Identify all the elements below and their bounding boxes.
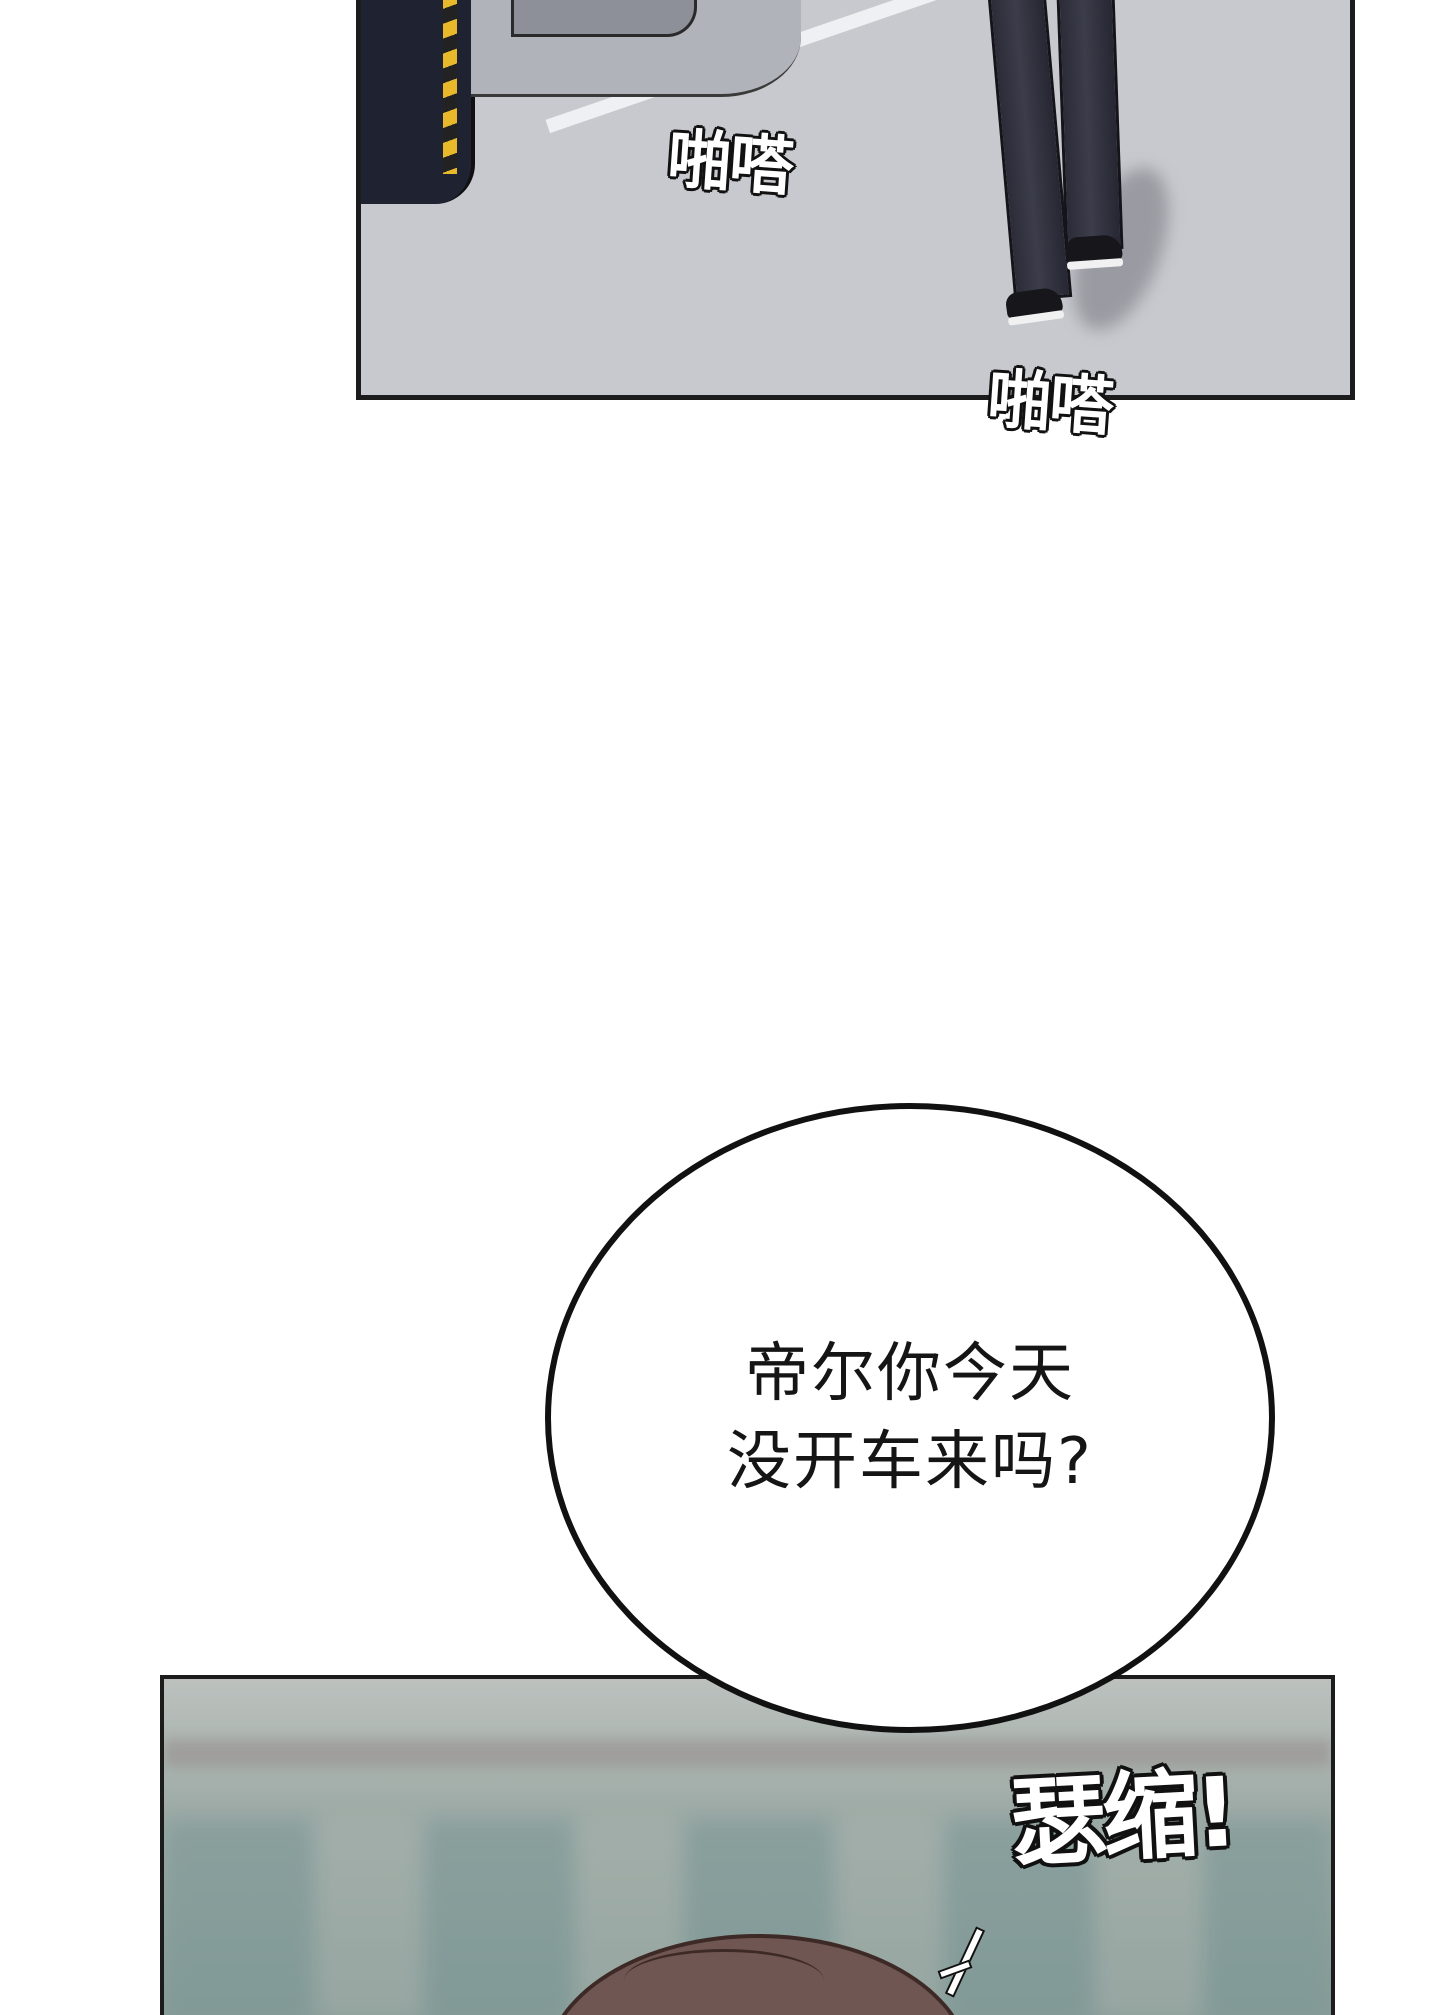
footstep-sfx: 啪嗒 [984, 361, 1116, 446]
right-leg [1056, 0, 1124, 251]
speech-bubble: 帝尔你今天 没开车来吗? [545, 1103, 1275, 1733]
speech-line: 帝尔你今天 [745, 1337, 1075, 1411]
car-bumper [511, 0, 697, 37]
hair-strand [624, 1949, 824, 2012]
shoe-sole [1007, 309, 1065, 326]
speech-line: 没开车来吗? [727, 1425, 1093, 1499]
hazard-stripe [443, 0, 457, 174]
top-comic-panel [356, 0, 1355, 400]
right-shoe [1065, 234, 1124, 270]
car-side [361, 0, 475, 204]
footstep-sfx: 啪嗒 [664, 121, 796, 206]
speech-text: 帝尔你今天 没开车来吗? [551, 1109, 1269, 1727]
bottom-comic-panel [160, 1675, 1335, 2015]
flinch-sfx: 瑟缩! [1006, 1754, 1239, 1882]
background-blur [164, 1739, 1331, 1767]
